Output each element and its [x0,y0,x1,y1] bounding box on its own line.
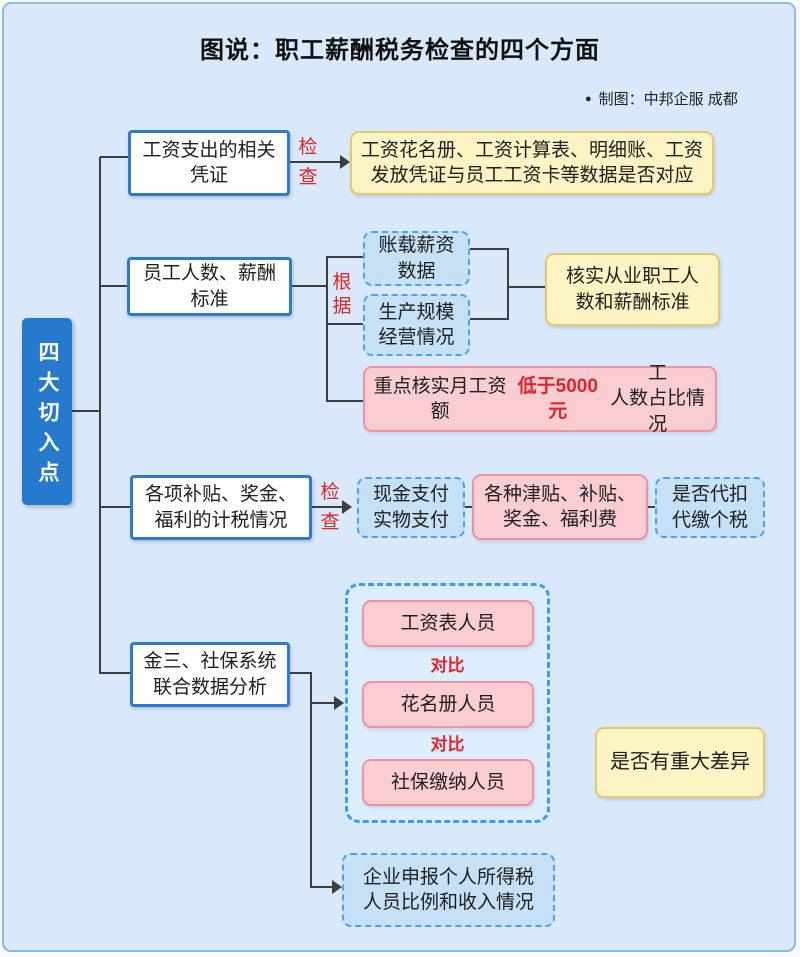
credit-line: ● 制图：中邦企服 成都 [585,88,738,109]
connector-line [328,400,363,402]
connector-line [100,672,130,674]
basis-booked-salary-data: 账载薪资 数据 [363,231,470,286]
connector-line [100,156,128,158]
compare-roster-staff: 花名册人员 [362,681,534,728]
focus-text-highlight: 低于5000元 [517,375,598,422]
vs-label: 对比 [430,735,465,754]
edge-label-check-bottom: 查 [298,167,318,188]
connector-line [312,506,344,508]
connector-line [470,318,507,320]
basis-production-scale: 生产规模 经营情况 [363,294,470,356]
connector-line [72,410,99,412]
root-node-four-entry-points: 四大切入点 [22,318,72,505]
step-allowances-bonus-welfare: 各种津贴、补贴、 奖金、福利费 [472,474,648,540]
node-wage-expense-vouchers: 工资支出的相关 凭证 [128,130,290,196]
result-verify-headcount-salary: 核实从业职工人 数和薪酬标准 [545,253,720,326]
node-golden-tax-social-security-analysis: 金三、社保系统 联合数据分析 [130,642,290,707]
step-withholding-individual-tax: 是否代扣 代缴个税 [655,477,765,538]
connector-line [310,672,312,888]
connector-line [292,285,327,287]
result-major-difference: 是否有重大差异 [595,727,765,798]
compare-payroll-staff: 工资表人员 [362,600,534,647]
focus-text-pre: 重点核实月工资额 [373,375,507,422]
edge-label-basis-bottom: 据 [332,296,352,317]
step-cash-inkind-payment: 现金支付 实物支付 [357,477,465,538]
connector-line [99,157,101,674]
connector-line [509,286,545,288]
credit-text: 制图：中邦企服 成都 [598,91,738,108]
arrowhead-icon [332,880,342,894]
connector-line [328,323,363,325]
compare-social-security-staff: 社保缴纳人员 [362,759,534,806]
connector-line [310,702,336,704]
edge-label-basis-top: 根 [332,272,352,293]
arrowhead-icon [334,696,344,710]
connector-line [465,506,472,508]
focus-under-5000-ratio: 重点核实月工资额低于5000元工 人数占比情况 [363,363,717,435]
focus-text-post: 工 人数占比情况 [610,363,706,435]
vs-label: 对比 [430,656,465,675]
arrowhead-icon [342,500,352,514]
edge-label-check2-bottom: 查 [320,512,340,533]
connector-line [290,672,312,674]
node-subsidy-bonus-welfare-tax: 各项补贴、奖金、 福利的计税情况 [130,475,312,540]
credit-bullet-icon: ● [585,93,592,105]
connector-line [648,506,655,508]
edge-label-check2-top: 检 [320,482,340,503]
connector-line [326,256,328,402]
connector-line [100,506,130,508]
report-individual-income-tax: 企业申报个人所得税 人员比例和收入情况 [342,853,555,927]
result-wage-records-match: 工资花名册、工资计算表、明细账、工资 发放凭证与员工工资卡等数据是否对应 [350,131,714,195]
connector-line [310,886,334,888]
connector-line [328,256,363,258]
connector-line [507,248,509,320]
edge-label-check-top: 检 [298,137,318,158]
connector-line [100,285,127,287]
connector-line [470,248,507,250]
node-employee-count-salary: 员工人数、薪酬 标准 [127,257,292,316]
diagram-title: 图说：职工薪酬税务检查的四个方面 [200,37,600,64]
connector-line [290,161,342,163]
arrowhead-icon [340,155,350,169]
